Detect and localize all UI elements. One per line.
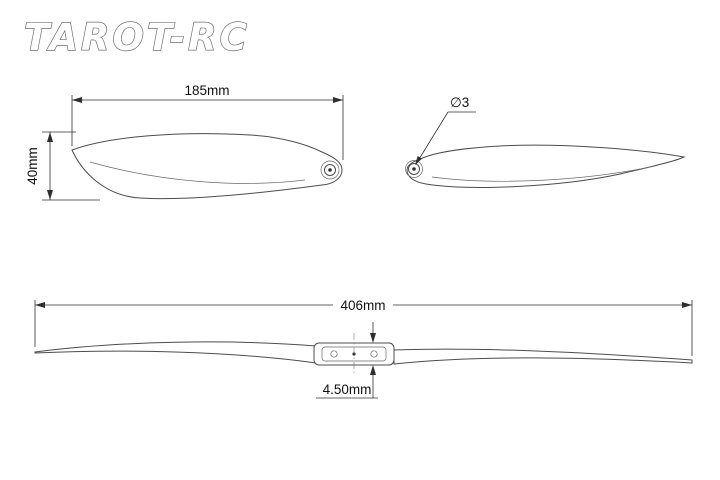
dimension-overall-length: 406mm (34, 298, 693, 356)
dim-label-hole-diameter: ∅3 (450, 95, 469, 110)
hub-screw-right (370, 350, 378, 358)
dim-label-overall-length: 406mm (340, 298, 385, 313)
blade-mirror-view (405, 144, 686, 188)
hub-plate (321, 346, 387, 362)
callout-hole-diameter: ∅3 (415, 95, 476, 165)
logo-text: TAROT-RC (24, 16, 250, 59)
blade-side-view (71, 133, 343, 200)
blade-outline-mirror (406, 144, 686, 188)
dimension-hub-thickness: 4.50mm (316, 322, 378, 399)
dim-label-blade-width: 40mm (25, 147, 40, 185)
hub-ring (320, 160, 340, 180)
dim-label-blade-length: 185mm (184, 83, 229, 98)
dimension-blade-width: 40mm (25, 131, 100, 201)
logo: TAROT-RC (23, 15, 250, 59)
dim-label-hub-thickness: 4.50mm (323, 382, 372, 397)
left-blade-profile (34, 341, 317, 364)
full-propeller-view (34, 333, 693, 375)
blade-outline (71, 133, 343, 200)
right-blade-profile (393, 348, 693, 365)
hub-hole-center-mirror (412, 167, 416, 171)
hub-hole-center (328, 168, 332, 172)
blade-surface-line-mirror (431, 165, 656, 182)
dimension-blade-length: 185mm (71, 83, 344, 160)
hub-ring-mirror (405, 160, 423, 178)
hub-screw-left (330, 350, 338, 358)
blade-surface-line (89, 161, 306, 184)
